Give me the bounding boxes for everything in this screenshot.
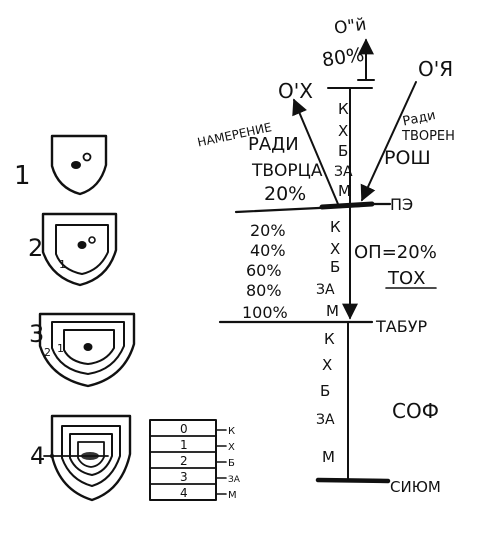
oy-top-label: О"й bbox=[333, 15, 368, 39]
middle-letter-za: ЗА bbox=[316, 282, 335, 298]
lower-letter-k: К bbox=[324, 330, 335, 348]
figure-4: 4 bbox=[30, 414, 132, 502]
figure-4-number: 4 bbox=[30, 442, 45, 470]
tabur-label: ТАБУР bbox=[375, 317, 427, 336]
arrow-to-ox bbox=[292, 98, 339, 205]
figure-3-middle-vessel bbox=[51, 321, 125, 375]
pe-screen-bold bbox=[319, 201, 375, 210]
scale-letter-2: Б bbox=[228, 458, 235, 469]
figure-3: 3 2 1 bbox=[29, 312, 136, 388]
figure-3-ring-a: 2 bbox=[44, 346, 51, 359]
left-label-2: РАДИ bbox=[248, 134, 299, 155]
figure-2-inner-vessel bbox=[55, 224, 109, 275]
figure-1-dot bbox=[71, 161, 81, 169]
figure-1-number: 1 bbox=[14, 161, 31, 191]
middle-letter-h: Х bbox=[330, 240, 340, 258]
ox-label: О'Х bbox=[278, 79, 313, 103]
figure-2-small-circle bbox=[88, 236, 96, 244]
figure-3-ring-b: 1 bbox=[57, 342, 64, 355]
scale-letter-4: М bbox=[228, 490, 237, 501]
upper-letter-b: Б bbox=[338, 142, 348, 160]
scale-row-2: 2 bbox=[180, 454, 188, 468]
arrow-from-oya bbox=[360, 81, 417, 202]
right-label-2: ТВОРЕН bbox=[401, 129, 455, 144]
figure-3-outer-vessel bbox=[38, 312, 136, 388]
scale-table-frame bbox=[149, 419, 217, 501]
middle-letter-b: Б bbox=[330, 258, 340, 276]
percent-100: 100% bbox=[242, 303, 288, 322]
middle-letter-m: М bbox=[326, 302, 339, 320]
percent-80-label: 80% bbox=[321, 44, 366, 72]
scale-table: 0 1 2 3 4 К Х Б ЗА М bbox=[149, 419, 241, 501]
lower-letter-m: М bbox=[322, 448, 335, 466]
left-label-4: 20% bbox=[264, 183, 306, 205]
tox-label: ТОХ bbox=[387, 268, 426, 289]
scale-row-0: 0 bbox=[180, 422, 188, 436]
figure-1: 1 bbox=[14, 134, 108, 196]
figure-3-inner-vessel bbox=[63, 329, 115, 365]
percent-80: 80% bbox=[246, 281, 282, 300]
lower-letter-za: ЗА bbox=[316, 412, 335, 428]
scale-row-1: 1 bbox=[180, 438, 188, 452]
figure-4-dot-left bbox=[49, 453, 55, 459]
figure-1-vessel bbox=[50, 134, 108, 196]
upper-letter-h: Х bbox=[338, 122, 348, 140]
scale-row-3: 3 bbox=[180, 470, 188, 484]
figure-4-vessel-2 bbox=[61, 425, 121, 487]
figure-2-number: 2 bbox=[28, 234, 43, 262]
op-label: ОП=20% bbox=[354, 242, 437, 263]
pe-label: ПЭ bbox=[390, 195, 413, 214]
figure-3-number: 3 bbox=[29, 320, 44, 348]
percent-20: 20% bbox=[250, 221, 286, 240]
figure-4-vessel-1 bbox=[50, 414, 132, 502]
right-label-3: РОШ bbox=[384, 147, 431, 169]
upper-letter-za: ЗА bbox=[334, 164, 353, 180]
lower-letter-h: Х bbox=[322, 356, 332, 374]
scale-row-4: 4 bbox=[180, 486, 188, 500]
lower-letter-b: Б bbox=[320, 382, 330, 400]
figure-1-small-circle bbox=[82, 152, 92, 162]
figure-2-inner-number: 1 bbox=[59, 258, 66, 271]
sium-line bbox=[315, 477, 391, 484]
sof-label: СОФ bbox=[392, 399, 439, 423]
percent-60: 60% bbox=[246, 261, 282, 280]
percent-40: 40% bbox=[250, 241, 286, 260]
scale-letter-3: ЗА bbox=[228, 475, 241, 485]
upper-letter-m: М bbox=[338, 182, 351, 200]
middle-letter-k: К bbox=[330, 218, 341, 236]
figure-2-dot bbox=[77, 241, 87, 249]
left-label-3: ТВОРЦА bbox=[251, 161, 323, 181]
right-label-1: Ради bbox=[401, 108, 437, 130]
figure-2: 2 1 bbox=[28, 212, 118, 287]
figure-4-vessel-4 bbox=[77, 441, 105, 468]
figure-3-dot bbox=[83, 343, 93, 351]
figure-2-outer-vessel bbox=[41, 212, 118, 287]
figure-4-vessel-3 bbox=[69, 433, 113, 476]
upper-letter-k: К bbox=[338, 100, 349, 118]
oya-label: О'Я bbox=[418, 57, 453, 81]
scale-letter-1: Х bbox=[228, 442, 235, 453]
scale-letter-0: К bbox=[228, 426, 235, 437]
sium-label: СИЮМ bbox=[390, 478, 441, 496]
